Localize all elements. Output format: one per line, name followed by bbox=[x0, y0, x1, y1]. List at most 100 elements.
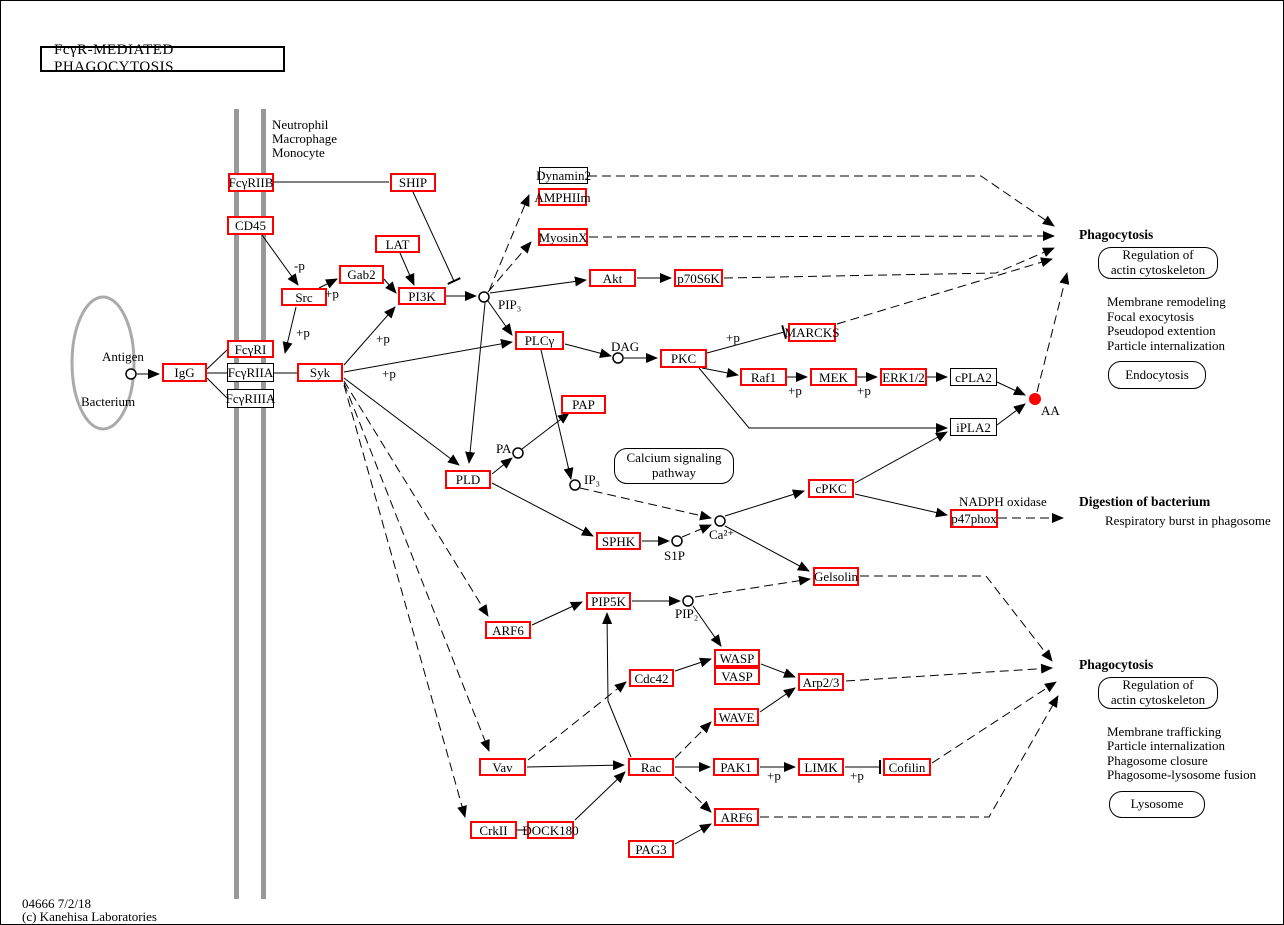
gene-box-raf1[interactable]: Raf1 bbox=[740, 368, 787, 386]
edge-ip3-ca bbox=[579, 487, 712, 521]
gene-box-pag3[interactable]: PAG3 bbox=[628, 840, 674, 858]
phagocytosis-heading-bottom: Phagocytosis bbox=[1079, 657, 1154, 672]
compartment-regulation-actin-top[interactable]: Regulation of actin cytoskeleton bbox=[1098, 247, 1218, 279]
edge-pip3-myosinx bbox=[487, 241, 532, 293]
gene-box-cd45[interactable]: CD45 bbox=[227, 216, 274, 235]
gene-box-rac[interactable]: Rac bbox=[628, 758, 674, 776]
compartment-calcium-signaling-pathway[interactable]: Calcium signaling pathway bbox=[614, 448, 734, 484]
gene-box-akt[interactable]: Akt bbox=[589, 269, 636, 287]
effect-line: Phagosome closure bbox=[1107, 753, 1208, 768]
edge-lat-pi3k bbox=[399, 252, 415, 286]
edge-pkc-ipla2 bbox=[698, 367, 948, 433]
gene-box-cdc42[interactable]: Cdc42 bbox=[629, 669, 674, 687]
s1p-node bbox=[671, 535, 683, 547]
phagocytosis-heading-top: Phagocytosis bbox=[1079, 227, 1154, 242]
edge-dock180-rac bbox=[574, 771, 626, 821]
edge-aa-phagocytosis bbox=[1036, 272, 1070, 393]
pa-label: PA bbox=[496, 441, 512, 456]
compartment-regulation-actin-bottom[interactable]: Regulation of actin cytoskeleton bbox=[1098, 677, 1218, 709]
gene-box-limk[interactable]: LIMK bbox=[798, 758, 844, 776]
effect-line: Particle internalization bbox=[1107, 738, 1226, 753]
edge-p70s6k-phagocytosis bbox=[723, 247, 1055, 279]
gene-box-erk12[interactable]: ERK1/2 bbox=[880, 368, 927, 386]
aa-dot bbox=[1029, 393, 1041, 405]
effect-line: Membrane trafficking bbox=[1107, 724, 1222, 739]
gene-box-gelsolin[interactable]: Gelsolin bbox=[813, 567, 859, 586]
gene-box-arp23[interactable]: Arp2/3 bbox=[798, 673, 844, 691]
cell-type-monocyte: Monocyte bbox=[272, 145, 325, 160]
compartment-lysosome[interactable]: Lysosome bbox=[1109, 791, 1205, 818]
gene-box-arf6-upper[interactable]: ARF6 bbox=[485, 621, 531, 639]
edge-pip3-amphiim bbox=[488, 194, 530, 292]
edge-syk-pi3k bbox=[343, 306, 396, 366]
gene-box-wave[interactable]: WAVE bbox=[714, 708, 759, 726]
edge-pld-sphk bbox=[491, 482, 594, 537]
gene-box-wasp[interactable]: WASP bbox=[714, 649, 760, 667]
gene-box-vasp[interactable]: VASP bbox=[714, 667, 760, 685]
digestion-heading: Digestion of bacterium bbox=[1079, 494, 1211, 509]
effect-line: Respiratory burst in phagosome bbox=[1105, 513, 1271, 528]
plus-p: +p bbox=[382, 366, 396, 381]
gene-box-fcgri[interactable]: FcγRI bbox=[227, 340, 274, 358]
gene-box-gab2[interactable]: Gab2 bbox=[339, 265, 384, 284]
copyright: (c) Kanehisa Laboratories bbox=[22, 909, 157, 924]
gene-box-pi3k[interactable]: PI3K bbox=[398, 287, 446, 305]
gene-box-crkii[interactable]: CrkII bbox=[470, 821, 517, 839]
cell-type-neutrophil: Neutrophil bbox=[272, 117, 329, 132]
gene-box-marcks[interactable]: MARCKS bbox=[784, 323, 840, 342]
edge-arf6-pip5k bbox=[531, 601, 583, 626]
gene-box-p47phox[interactable]: p47phox bbox=[950, 509, 998, 528]
aa-label: AA bbox=[1041, 403, 1060, 418]
antigen-node bbox=[125, 368, 137, 380]
gene-box-fcgriiia[interactable]: FcγRIIIA bbox=[225, 389, 276, 408]
gene-box-pap[interactable]: PAP bbox=[561, 395, 606, 414]
edge-syk-arf6 bbox=[343, 380, 489, 617]
gene-box-pip5k[interactable]: PIP5K bbox=[586, 592, 631, 610]
gene-box-mek[interactable]: MEK bbox=[810, 368, 857, 386]
gene-box-lat[interactable]: LAT bbox=[375, 235, 420, 253]
plus-p: +p bbox=[325, 286, 339, 301]
gene-box-pak1[interactable]: PAK1 bbox=[713, 758, 759, 776]
gene-box-pkc[interactable]: PKC bbox=[660, 349, 707, 368]
gene-box-cofilin[interactable]: Cofilin bbox=[883, 758, 931, 776]
gene-box-dock180[interactable]: DOCK180 bbox=[522, 821, 579, 839]
membrane-bar bbox=[234, 109, 239, 899]
compartment-endocytosis[interactable]: Endocytosis bbox=[1108, 361, 1206, 389]
gene-box-p70s6k[interactable]: p70S6K bbox=[674, 269, 723, 287]
plus-p: +p bbox=[788, 383, 802, 398]
edge-rac-wave bbox=[674, 721, 712, 759]
gene-box-igg[interactable]: IgG bbox=[162, 363, 207, 382]
gene-box-cpkc[interactable]: cPKC bbox=[808, 479, 854, 498]
edge-syk-crkii bbox=[343, 384, 467, 818]
effect-line: Phagosome-lysosome fusion bbox=[1107, 767, 1257, 782]
edge-src-syk bbox=[282, 306, 297, 354]
dag-label: DAG bbox=[611, 339, 640, 354]
gene-box-vav[interactable]: Vav bbox=[479, 758, 526, 776]
gene-box-plcg[interactable]: PLCγ bbox=[515, 331, 564, 350]
edge-ship-inhibit bbox=[412, 191, 461, 285]
edge-gab2-pi3k bbox=[383, 278, 397, 294]
edge-syk-plcg bbox=[343, 339, 513, 373]
gene-box-ipla2[interactable]: iPLA2 bbox=[950, 418, 997, 436]
gene-box-amphiim[interactable]: AMPHIIm bbox=[534, 188, 591, 206]
gene-box-arf6-lower[interactable]: ARF6 bbox=[714, 808, 759, 826]
antigen-label: Antigen bbox=[102, 349, 144, 364]
gene-box-fcgriia[interactable]: FcγRIIA bbox=[227, 363, 274, 382]
gene-box-dynamin2[interactable]: Dynamin2 bbox=[536, 167, 591, 184]
gene-box-src[interactable]: Src bbox=[281, 288, 327, 306]
ca2-label: Ca²⁺ bbox=[709, 527, 735, 542]
edge-plcg-dag bbox=[564, 343, 612, 359]
edge-cpkc-p47phox bbox=[854, 493, 948, 518]
gene-box-cpla2[interactable]: cPLA2 bbox=[950, 368, 997, 386]
gene-box-sphk[interactable]: SPHK bbox=[596, 532, 641, 550]
plus-p: +p bbox=[296, 325, 310, 340]
gene-box-myosinx[interactable]: MyosinX bbox=[538, 228, 588, 246]
gene-box-pld[interactable]: PLD bbox=[445, 470, 491, 489]
gene-box-ship[interactable]: SHIP bbox=[390, 173, 436, 192]
pip2-node bbox=[682, 595, 694, 607]
edge-pip3-plcg bbox=[487, 300, 513, 336]
gene-box-fcgriib[interactable]: FcγRIIB bbox=[228, 173, 274, 192]
edge-dynamin2-phagocytosis bbox=[588, 175, 1055, 227]
gene-box-syk[interactable]: Syk bbox=[297, 363, 343, 382]
